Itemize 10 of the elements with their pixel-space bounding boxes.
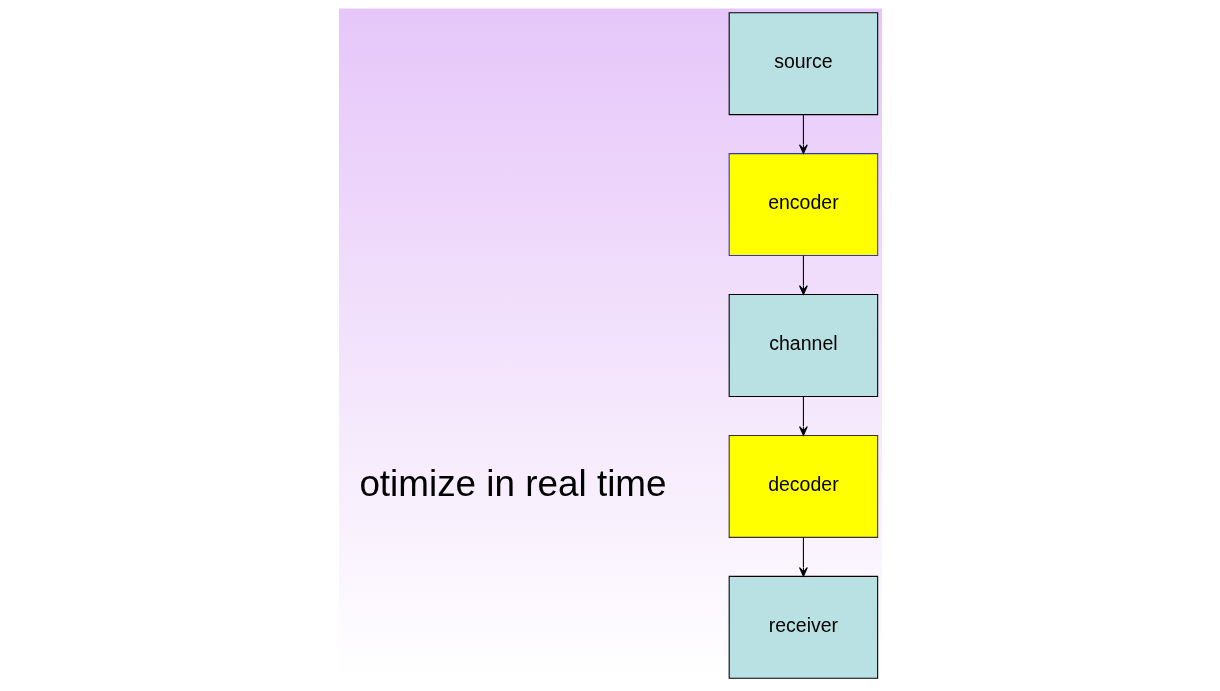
node-box: channel bbox=[728, 294, 878, 397]
arrow bbox=[798, 537, 808, 577]
node-box: receiver bbox=[728, 575, 878, 679]
node-box: decoder bbox=[728, 434, 878, 538]
node-box: source bbox=[728, 12, 878, 116]
arrow bbox=[798, 114, 808, 155]
label: otimize in real time bbox=[358, 462, 667, 504]
arrow bbox=[798, 396, 808, 436]
arrow bbox=[798, 255, 808, 295]
node-box: encoder bbox=[728, 153, 878, 257]
